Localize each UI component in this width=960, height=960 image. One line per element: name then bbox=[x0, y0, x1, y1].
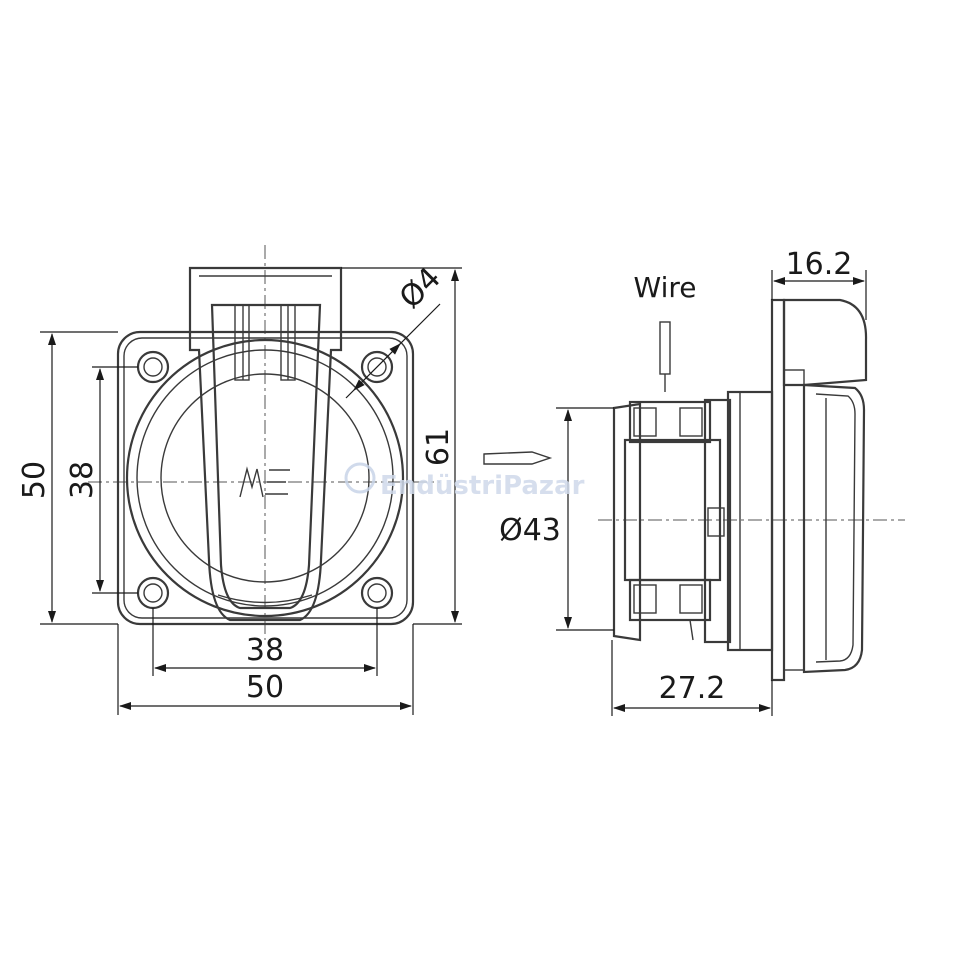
side-flange-cover bbox=[770, 298, 868, 682]
body-depth-label: 27.2 bbox=[659, 671, 726, 706]
hole-inner bbox=[143, 583, 163, 603]
body-diameter-label: Ø43 bbox=[499, 513, 561, 548]
flange-inner-edge bbox=[123, 337, 408, 619]
contact-pin bbox=[483, 451, 553, 465]
hinged-cover bbox=[188, 266, 343, 622]
watermark: EndüstriPazar bbox=[344, 462, 585, 501]
socket-middle-ring bbox=[136, 349, 394, 607]
hole-diameter-label: Ø4 bbox=[393, 261, 448, 316]
socket-outer-ring bbox=[125, 338, 405, 618]
flange-depth-label: 16.2 bbox=[786, 247, 853, 282]
side-view: Wire bbox=[483, 247, 905, 716]
hole-inner bbox=[367, 357, 387, 377]
overall-width-label: 50 bbox=[246, 670, 284, 705]
brand-logo bbox=[239, 466, 290, 498]
front-view: Ø4 50 38 61 38 50 bbox=[17, 245, 462, 715]
watermark-text: EndüstriPazar bbox=[380, 471, 585, 501]
mounting-hole-top-left bbox=[136, 350, 170, 384]
hinge-slot-left bbox=[234, 304, 250, 381]
hole-inner bbox=[143, 357, 163, 377]
wire-label: Wire bbox=[634, 271, 697, 304]
socket-body bbox=[612, 390, 774, 652]
terminal-screw bbox=[707, 507, 725, 537]
mounting-flange bbox=[116, 330, 415, 626]
mounting-hole-bottom-left bbox=[136, 576, 170, 610]
overall-height-label: 50 bbox=[17, 461, 52, 499]
hole-spacing-horizontal-label: 38 bbox=[246, 633, 284, 668]
hole-spacing-vertical-label: 38 bbox=[65, 461, 100, 499]
wire-conductor bbox=[659, 321, 671, 375]
mounting-hole-bottom-right bbox=[360, 576, 394, 610]
cover-height-label: 61 bbox=[421, 428, 456, 466]
mounting-hole-top-right bbox=[360, 350, 394, 384]
hole-inner bbox=[367, 583, 387, 603]
socket-inner-ring bbox=[160, 373, 370, 583]
